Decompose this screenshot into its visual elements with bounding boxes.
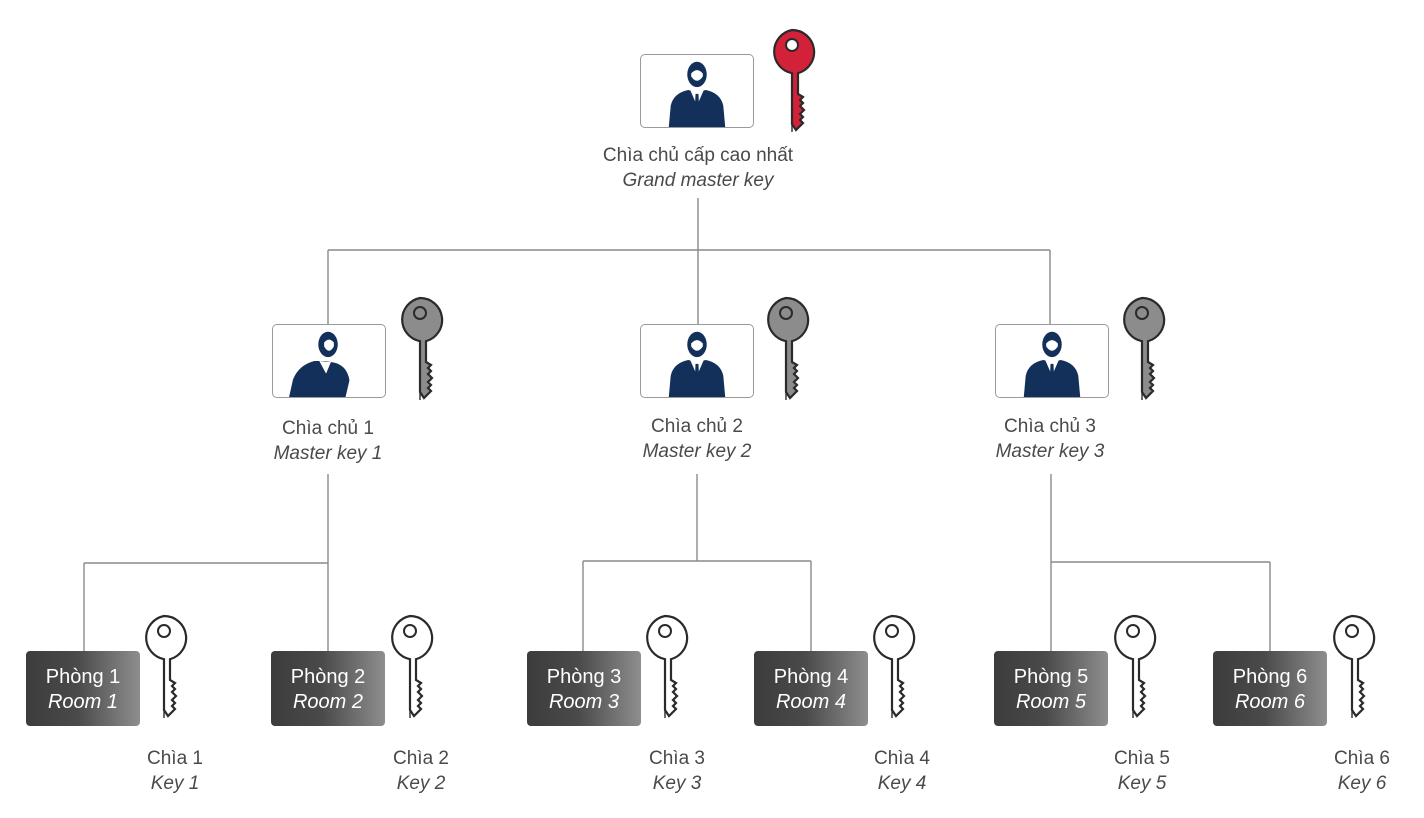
master-1-person-photo	[272, 324, 386, 398]
room-5-key-label: Chìa 5 Key 5	[1092, 746, 1192, 796]
master-2-label: Chìa chủ 2 Master key 2	[597, 414, 797, 464]
master-2-person-photo	[640, 324, 754, 398]
room-2-box: Phòng 2 Room 2	[271, 651, 385, 726]
key-2-label-vi: Chìa 2	[393, 748, 449, 769]
grand-master-key-icon	[764, 28, 820, 144]
key-5-label-en: Key 5	[1117, 773, 1167, 794]
key-5-label-vi: Chìa 5	[1114, 748, 1170, 769]
room-6-box: Phòng 6 Room 6	[1213, 651, 1327, 726]
master-3-label-en: Master key 3	[995, 441, 1105, 462]
room-1-key-icon	[136, 614, 192, 730]
room-4-label-vi: Phòng 4	[773, 666, 849, 688]
room-6-key-label: Chìa 6 Key 6	[1312, 746, 1412, 796]
master-1-key-icon	[392, 296, 448, 412]
businessman-icon	[289, 331, 350, 397]
room-2-label-en: Room 2	[292, 691, 364, 713]
room-5-key-icon	[1105, 614, 1161, 730]
room-5-box: Phòng 5 Room 5	[994, 651, 1108, 726]
master-3-label-vi: Chìa chủ 3	[1004, 416, 1096, 437]
key-4-label-en: Key 4	[877, 773, 927, 794]
room-1-label-vi: Phòng 1	[45, 666, 121, 688]
room-1-key-label: Chìa 1 Key 1	[125, 746, 225, 796]
key-3-label-vi: Chìa 3	[649, 748, 705, 769]
master-1-label-en: Master key 1	[273, 443, 383, 464]
room-5-label-vi: Phòng 5	[1013, 666, 1089, 688]
room-4-key-icon	[864, 614, 920, 730]
room-1-label-en: Room 1	[47, 691, 119, 713]
master-2-label-vi: Chìa chủ 2	[651, 416, 743, 437]
master-3-person-photo	[995, 324, 1109, 398]
key-1-label-vi: Chìa 1	[147, 748, 203, 769]
key-3-label-en: Key 3	[652, 773, 702, 794]
room-4-key-label: Chìa 4 Key 4	[852, 746, 952, 796]
room-4-label-en: Room 4	[775, 691, 847, 713]
businessman-icon	[668, 331, 726, 397]
master-2-label-en: Master key 2	[642, 441, 752, 462]
key-1-label-en: Key 1	[150, 773, 200, 794]
master-1-label: Chìa chủ 1 Master key 1	[228, 416, 428, 466]
key-6-label-vi: Chìa 6	[1334, 748, 1390, 769]
grand-master-label-vi: Chìa chủ cấp cao nhất	[602, 145, 794, 166]
room-1-box: Phòng 1 Room 1	[26, 651, 140, 726]
grand-master-label-en: Grand master key	[622, 170, 774, 191]
key-6-label-en: Key 6	[1337, 773, 1387, 794]
room-3-label-vi: Phòng 3	[546, 666, 622, 688]
master-3-label: Chìa chủ 3 Master key 3	[950, 414, 1150, 464]
room-3-key-label: Chìa 3 Key 3	[627, 746, 727, 796]
room-6-key-icon	[1324, 614, 1380, 730]
key-2-label-en: Key 2	[396, 773, 446, 794]
room-4-box: Phòng 4 Room 4	[754, 651, 868, 726]
room-2-key-label: Chìa 2 Key 2	[371, 746, 471, 796]
room-2-label-vi: Phòng 2	[290, 666, 366, 688]
master-2-key-icon	[758, 296, 814, 412]
businessman-icon	[1023, 331, 1081, 397]
room-3-key-icon	[637, 614, 693, 730]
room-5-label-en: Room 5	[1015, 691, 1087, 713]
master-3-key-icon	[1114, 296, 1170, 412]
key-4-label-vi: Chìa 4	[874, 748, 930, 769]
grand-master-person-photo	[640, 54, 754, 128]
room-2-key-icon	[382, 614, 438, 730]
master-1-label-vi: Chìa chủ 1	[282, 418, 374, 439]
room-3-label-en: Room 3	[548, 691, 620, 713]
room-6-label-en: Room 6	[1234, 691, 1306, 713]
businessman-icon	[668, 61, 726, 127]
grand-master-label: Chìa chủ cấp cao nhất Grand master key	[578, 143, 818, 193]
room-3-box: Phòng 3 Room 3	[527, 651, 641, 726]
room-6-label-vi: Phòng 6	[1232, 666, 1308, 688]
